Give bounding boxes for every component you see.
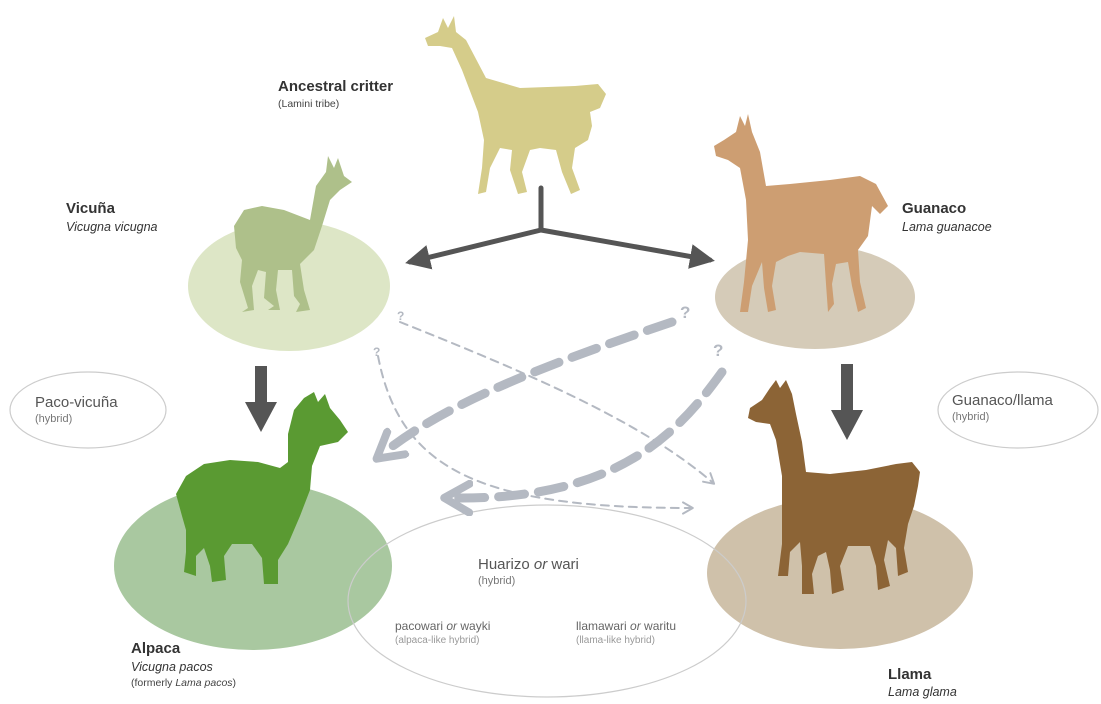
llama-label: Llama Lama glama [888, 666, 957, 699]
question-mark-2: ? [373, 345, 380, 359]
pacowari-name: pacowari or wayki [395, 619, 490, 633]
ancestor-label: Ancestral critter (Lamini tribe) [278, 78, 393, 110]
vicuna-scientific-name: Vicugna vicugna [66, 220, 158, 234]
ancestry-arrows [410, 188, 710, 262]
llamawari-note: (llama-like hybrid) [576, 635, 676, 646]
question-mark-3: ? [680, 303, 690, 322]
question-mark-4: ? [713, 341, 723, 360]
ancestor-name: Ancestral critter [278, 78, 393, 95]
alpaca-name: Alpaca [131, 640, 236, 657]
huarizo-note: (hybrid) [478, 575, 579, 587]
llama-scientific-name: Lama glama [888, 685, 957, 699]
alpaca-label: Alpaca Vicugna pacos (formerly Lama paco… [131, 640, 236, 689]
pacowari-note: (alpaca-like hybrid) [395, 635, 490, 646]
huarizo-hybrid-label: Huarizo or wari (hybrid) [478, 556, 579, 587]
paco-vicuna-hybrid-label: Paco-vicuña (hybrid) [35, 394, 118, 425]
ancestor-group: (Lamini tribe) [278, 98, 393, 110]
guanaco-name: Guanaco [902, 200, 992, 217]
guanaco-llama-note: (hybrid) [952, 411, 1053, 423]
paco-vicuna-note: (hybrid) [35, 413, 118, 425]
guanaco-llama-name: Guanaco/llama [952, 392, 1053, 409]
guanaco-label: Guanaco Lama guanacoe [902, 200, 992, 234]
guanaco-scientific-name: Lama guanacoe [902, 220, 992, 234]
question-mark-1: ? [397, 309, 404, 323]
hybridization-arrows [378, 322, 722, 508]
pacowari-label: pacowari or wayki (alpaca-like hybrid) [395, 619, 490, 646]
huarizo-hybrid-ellipse [348, 505, 746, 697]
alpaca-scientific-name: Vicugna pacos [131, 660, 236, 674]
vicuna-label: Vicuña Vicugna vicugna [66, 200, 158, 234]
paco-vicuna-name: Paco-vicuña [35, 394, 118, 411]
llamawari-label: llamawari or waritu (llama-like hybrid) [576, 619, 676, 646]
guanaco-llama-hybrid-label: Guanaco/llama (hybrid) [952, 392, 1053, 423]
alpaca-former-name: (formerly Lama pacos) [131, 677, 236, 689]
ancestral-critter-silhouette [425, 16, 606, 194]
vicuna-name: Vicuña [66, 200, 158, 217]
huarizo-name: Huarizo or wari [478, 556, 579, 573]
llama-name: Llama [888, 666, 957, 683]
llamawari-name: llamawari or waritu [576, 619, 676, 633]
